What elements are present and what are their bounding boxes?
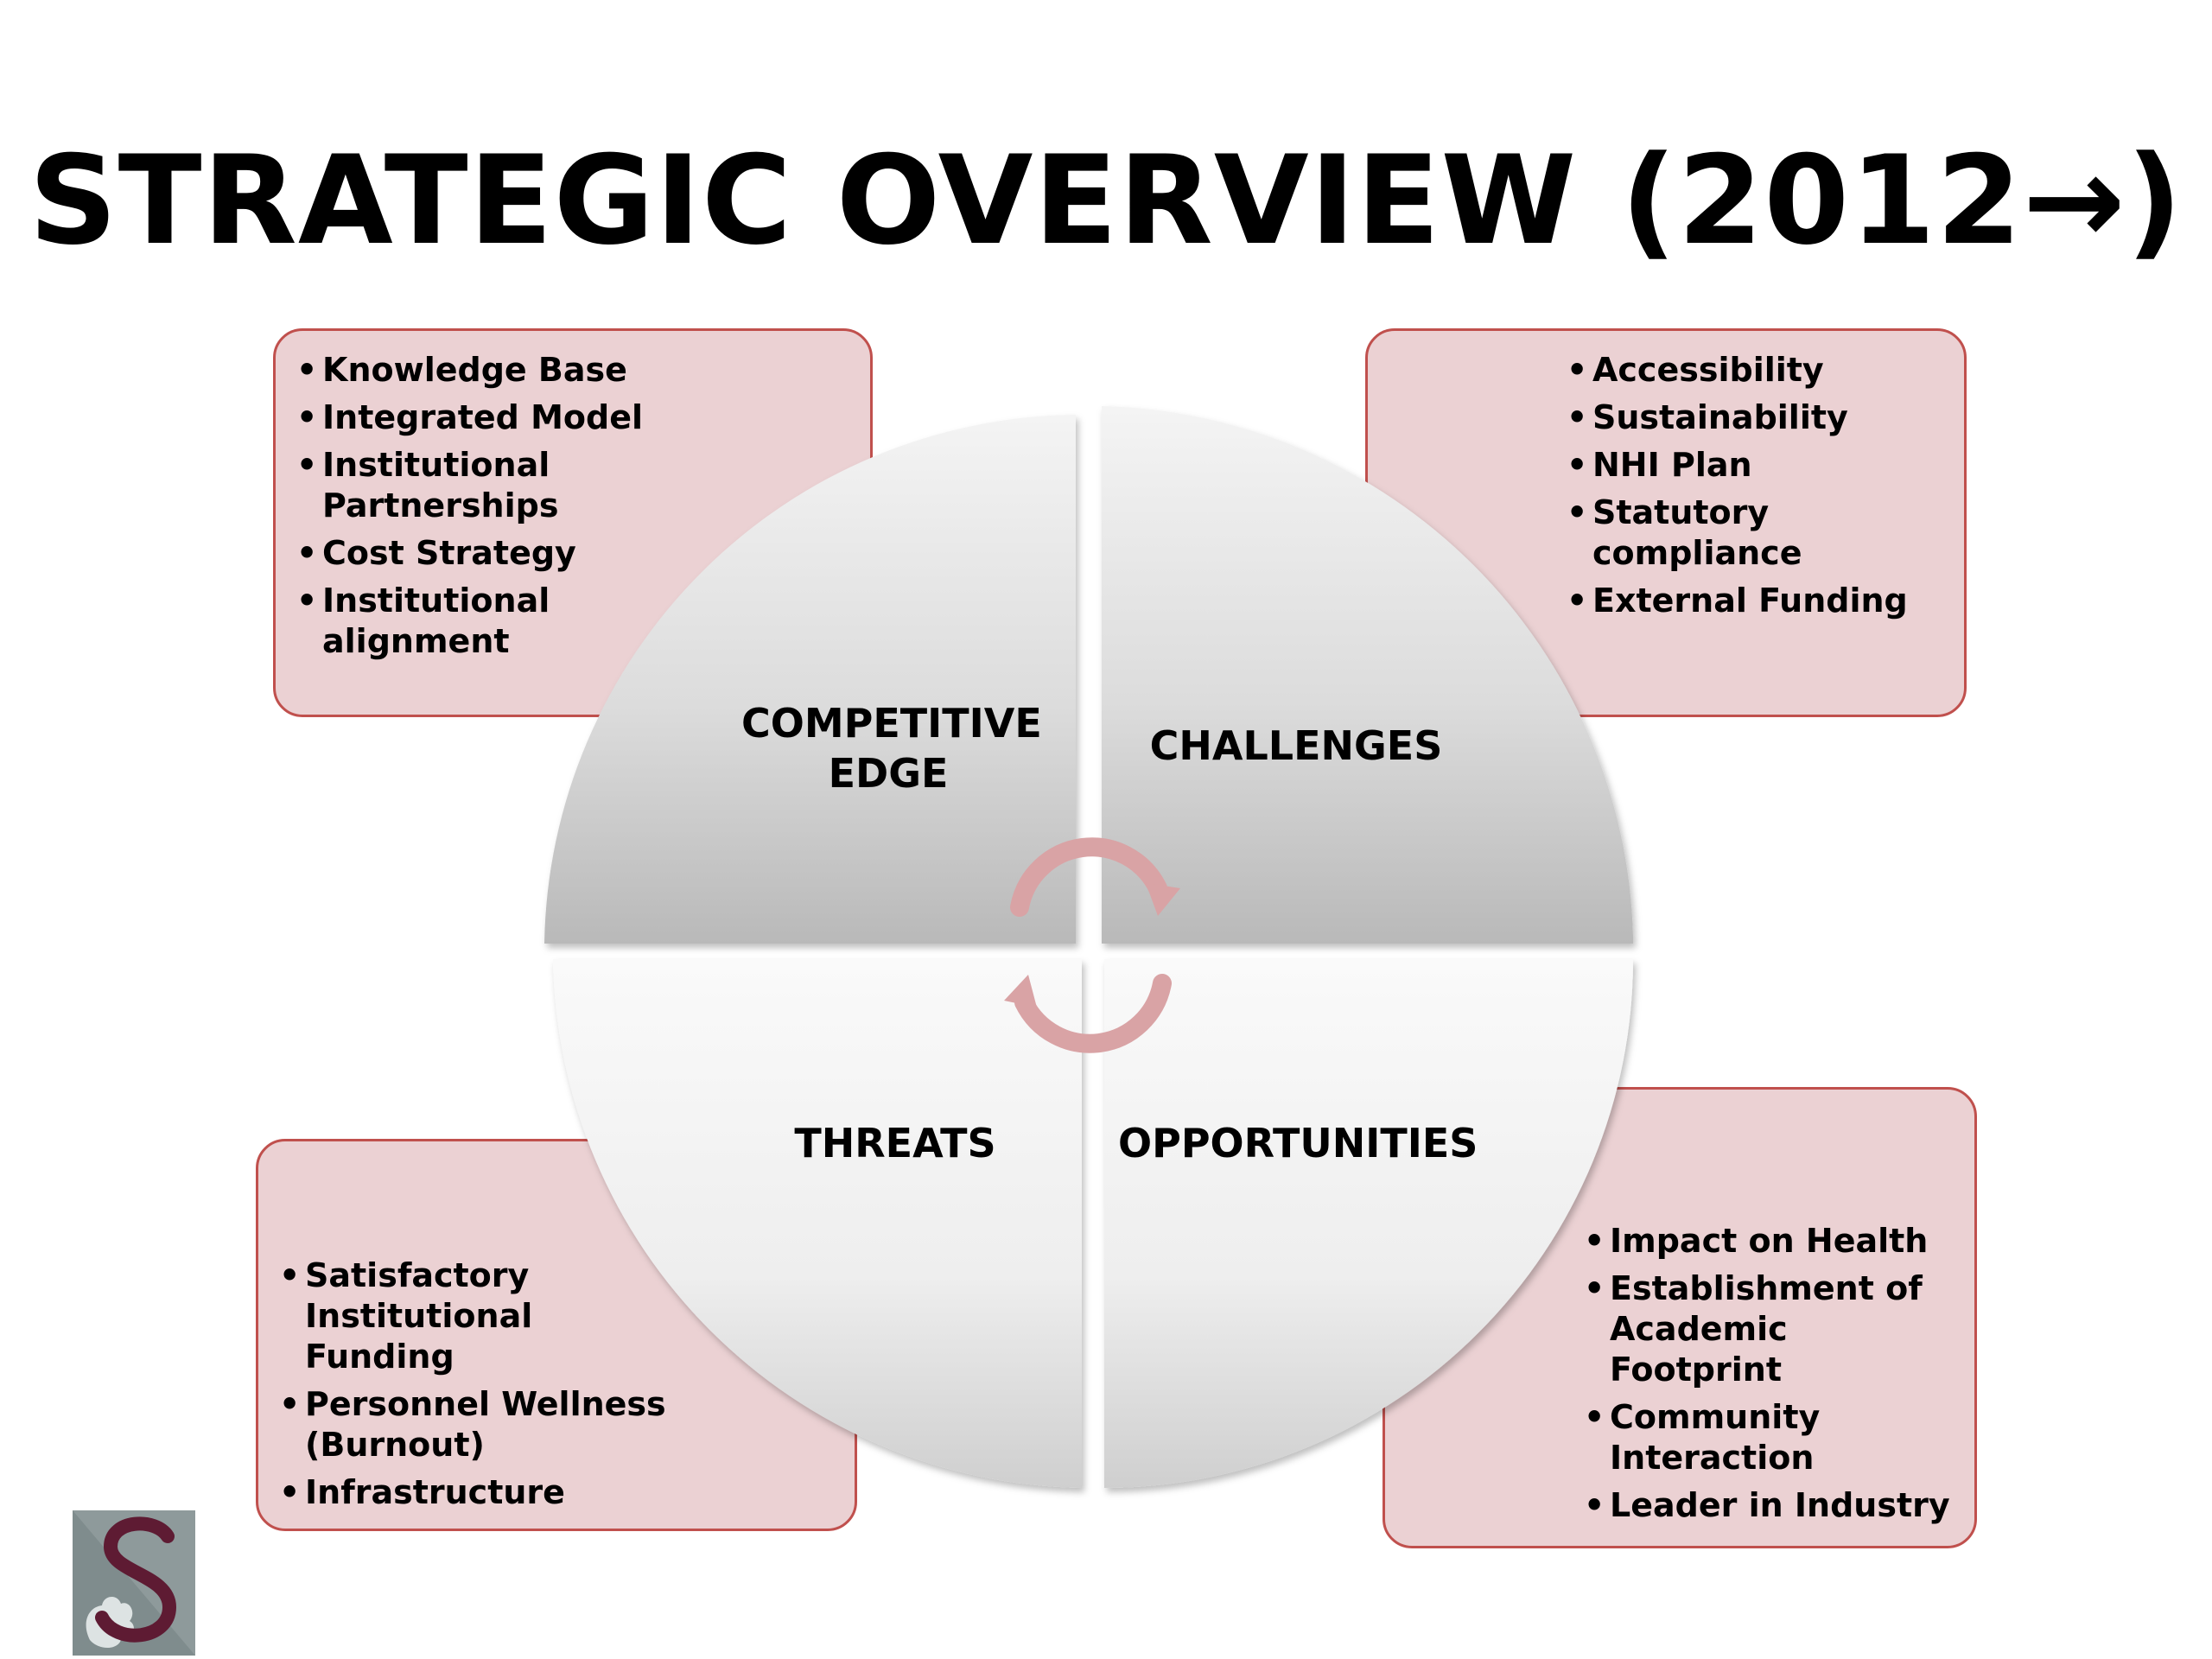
list-item: Community Interaction xyxy=(1584,1397,1834,1478)
list-item: Institutional Partnerships xyxy=(296,445,558,526)
competitive-edge-list: Knowledge Base Integrated Model Institut… xyxy=(296,350,711,669)
list-item: Leader in Industry xyxy=(1584,1485,1964,1526)
quadrant-label-threats: THREATS xyxy=(794,1120,996,1166)
list-item: Knowledge Base xyxy=(296,350,711,391)
quadrant-challenges xyxy=(1102,406,1633,944)
challenges-list: Accessibility Sustainability NHI Plan St… xyxy=(1567,350,1947,628)
list-item: Cost Strategy xyxy=(296,533,711,574)
list-item: NHI Plan xyxy=(1567,445,1947,486)
slide-title: STRATEGIC OVERVIEW (2012→) xyxy=(29,130,2183,272)
list-item: Sustainability xyxy=(1567,397,1947,438)
list-item: Accessibility xyxy=(1567,350,1947,391)
opportunities-list: Impact on Health Establishment of Academ… xyxy=(1584,1221,1964,1533)
list-item: External Funding xyxy=(1567,581,1947,621)
quadrant-label-competitive-edge: COMPETITIVE EDGE xyxy=(741,700,1042,797)
quadrant-threats xyxy=(553,959,1082,1488)
list-item: Infrastructure xyxy=(279,1472,711,1513)
quadrant-label-challenges: CHALLENGES xyxy=(1149,722,1443,769)
quadrant-competitive-edge xyxy=(544,415,1076,944)
list-item: Statutory compliance xyxy=(1567,493,1947,574)
quadrant-label-opportunities: OPPORTUNITIES xyxy=(1118,1120,1478,1166)
threats-list: Satisfactory Institutional Funding Perso… xyxy=(279,1255,711,1520)
university-s-logo xyxy=(73,1510,195,1656)
quadrant-opportunities xyxy=(1104,959,1633,1488)
list-item: Personnel Wellness (Burnout) xyxy=(279,1384,668,1465)
list-item: Impact on Health xyxy=(1584,1221,1964,1262)
list-item: Integrated Model xyxy=(296,397,711,438)
list-item: Satisfactory Institutional Funding xyxy=(279,1255,668,1377)
list-item: Institutional alignment xyxy=(296,581,550,662)
circular-arrows-icon xyxy=(1010,837,1172,1053)
list-item: Establishment of Academic Footprint xyxy=(1584,1268,1955,1390)
